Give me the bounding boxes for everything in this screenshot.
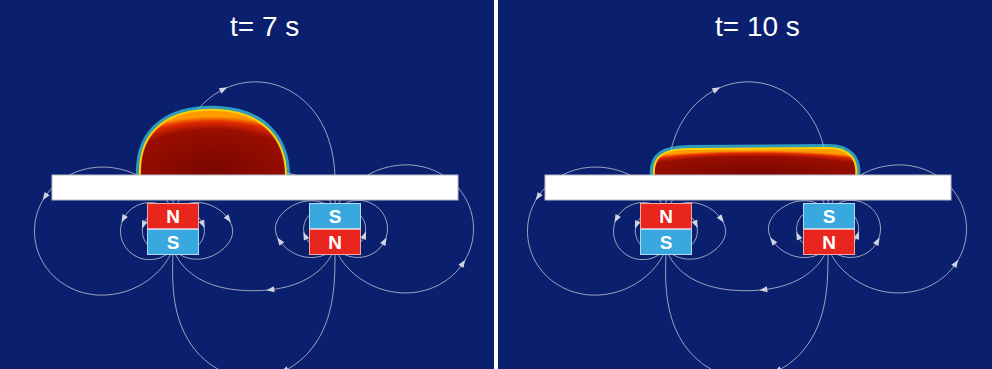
- droplet-halo: [140, 110, 286, 176]
- field-arrowhead: [458, 260, 465, 268]
- field-line: [668, 252, 826, 291]
- field-arrowhead: [277, 238, 284, 246]
- field-arrowhead: [536, 192, 543, 200]
- field-lines: [528, 82, 967, 369]
- pole-label: S: [329, 207, 342, 226]
- field-arrowhead: [873, 237, 879, 245]
- substrate-plate: [545, 175, 951, 200]
- magnet-pole: S: [309, 203, 361, 229]
- magnet-pole: N: [803, 229, 855, 255]
- magnet-pole: S: [147, 229, 199, 255]
- field-line: [173, 251, 335, 369]
- field-arrowhead: [121, 214, 127, 222]
- pole-label: S: [167, 233, 180, 252]
- magnet-pole: N: [640, 203, 692, 229]
- field-arrowhead: [692, 220, 698, 229]
- field-arrowhead: [266, 286, 274, 292]
- panel-ground: [0, 0, 494, 369]
- pole-label: N: [328, 233, 342, 252]
- droplet-halo: [654, 148, 857, 176]
- field-arrowhead: [219, 87, 227, 93]
- pole-label: S: [660, 233, 673, 252]
- field-arrowhead: [43, 192, 50, 200]
- field-arrowhead: [281, 366, 289, 369]
- field-arrowhead: [224, 214, 231, 222]
- pole-label: S: [823, 207, 836, 226]
- field-arrowhead: [770, 238, 777, 246]
- field-arrowhead: [199, 220, 205, 229]
- ferrofluid-droplet: [140, 110, 286, 176]
- field-arrowhead: [712, 87, 720, 93]
- field-arrowhead: [796, 232, 802, 241]
- field-arrowhead: [951, 260, 958, 268]
- magnet-pole: N: [147, 203, 199, 229]
- field-arrowhead: [717, 214, 724, 222]
- pole-label: N: [659, 207, 673, 226]
- pole-label: N: [822, 233, 836, 252]
- field-line: [175, 252, 333, 291]
- field-arrowhead: [614, 214, 620, 222]
- pole-label: N: [166, 207, 180, 226]
- field-arrowhead: [759, 286, 767, 292]
- field-arrowhead: [380, 237, 386, 245]
- field-lines: [35, 82, 474, 369]
- field-arrowhead: [774, 366, 782, 369]
- magnet-pole: N: [309, 229, 361, 255]
- panel-ground: [498, 0, 992, 369]
- time-label: t= 7 s: [226, 12, 303, 43]
- magnet-pole: S: [803, 203, 855, 229]
- substrate-plate: [52, 175, 458, 200]
- ferrofluid-droplet: [654, 148, 857, 176]
- field-arrowhead: [360, 231, 366, 240]
- time-label: t= 10 s: [711, 12, 804, 43]
- field-line: [666, 251, 828, 369]
- magnet-pole: S: [640, 229, 692, 255]
